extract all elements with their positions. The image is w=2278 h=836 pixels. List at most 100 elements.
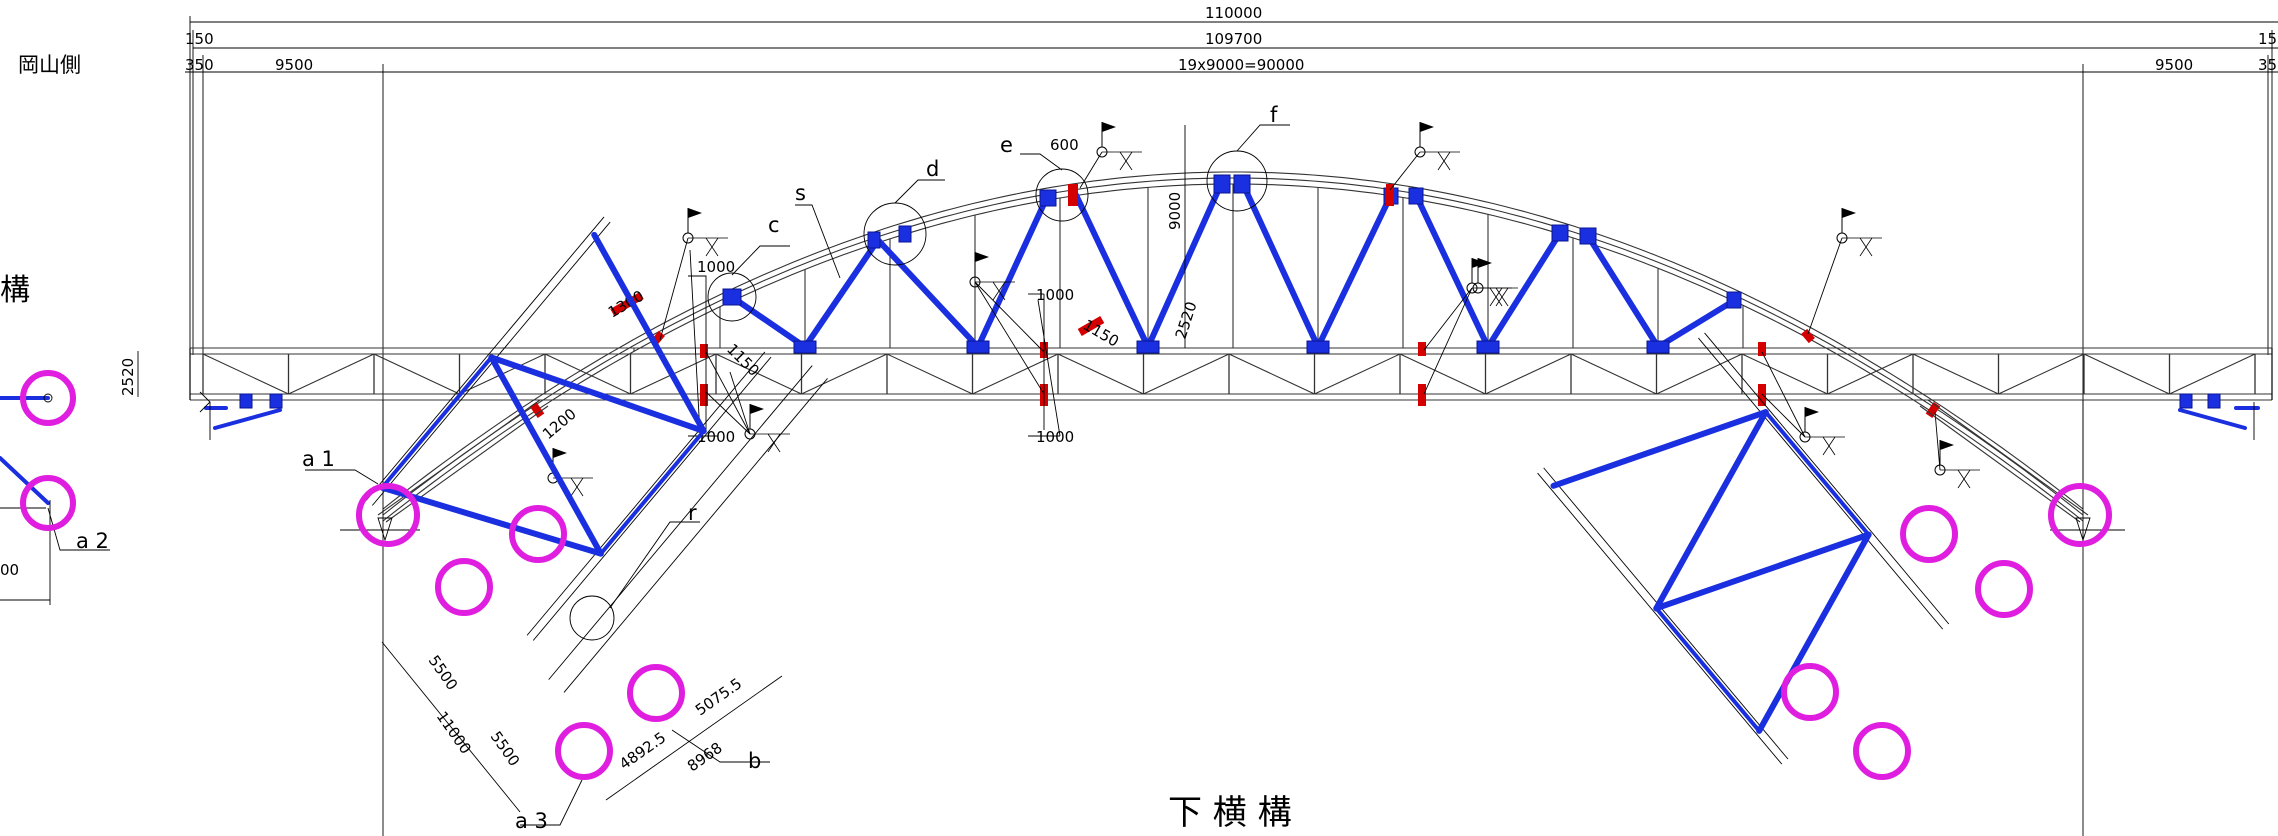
side-label: 岡山側	[18, 53, 81, 77]
dim-1200: 1200	[539, 405, 580, 443]
lower-bracing-right	[1537, 332, 1950, 765]
callout-f: f	[1270, 103, 1278, 127]
survey-markers	[547, 122, 1980, 497]
callout-a1: a 1	[302, 447, 335, 471]
truss-diagonal	[1741, 353, 1828, 395]
highlight-circle	[555, 722, 613, 780]
bracing-node	[1233, 174, 1251, 194]
survey-flag-icon	[1799, 407, 1845, 456]
bracing-node	[898, 225, 912, 243]
truss-diagonal	[373, 353, 460, 395]
callout-a3: a 3	[515, 809, 548, 833]
bracing-node	[1551, 224, 1569, 242]
highlight-circle	[20, 370, 76, 426]
bracing-node	[1646, 340, 1670, 354]
center-panels-dimension: 19x9000=90000	[1178, 56, 1304, 74]
bracing-node	[1408, 187, 1424, 205]
callout-r: r	[688, 501, 697, 525]
highlight-circle	[627, 664, 685, 722]
dim-1000-mid: 1000	[1036, 286, 1074, 304]
bracing-node	[1039, 189, 1057, 207]
right-bearing	[2178, 393, 2260, 440]
bracing-node	[1726, 291, 1742, 309]
splice-mark	[1418, 342, 1426, 356]
overall-dimension: 110000	[1205, 4, 1262, 22]
end-offset-right: 15	[2258, 30, 2277, 48]
bracing-node	[793, 340, 817, 354]
survey-flag-icon	[1472, 258, 1518, 307]
partial-title: 構	[0, 273, 30, 308]
top-dimension-lines	[185, 16, 2278, 480]
truss-diagonal	[2083, 353, 2170, 395]
survey-flag-icon	[682, 208, 728, 257]
span-dimension: 109700	[1205, 30, 1262, 48]
dim-2520-mid: 2520	[1172, 299, 1201, 341]
arch-bracing	[722, 174, 1742, 354]
splice-mark	[1758, 384, 1766, 406]
splice-mark	[1801, 328, 1815, 344]
arch-rib	[382, 171, 2084, 522]
splice-mark	[700, 344, 708, 358]
survey-flag-icon	[744, 404, 790, 453]
highlight-circle	[1853, 722, 1911, 780]
bracing-node	[1306, 340, 1330, 354]
callout-s: s	[795, 181, 806, 205]
callout-d: d	[926, 157, 939, 181]
splice-mark	[1758, 342, 1766, 356]
truss-diagonal	[1057, 353, 1144, 395]
survey-flag-icon	[1096, 122, 1142, 171]
detail-callouts	[47, 124, 1290, 826]
dim-5500-b: 5500	[487, 728, 524, 770]
end-panel-left: 9500	[275, 56, 313, 74]
end-panel-right: 9500	[2155, 56, 2193, 74]
stiffening-truss	[189, 347, 2273, 401]
splice-mark	[1386, 184, 1394, 206]
highlight-circle	[509, 505, 567, 563]
survey-flag-icon	[1836, 208, 1882, 257]
survey-flag-icon	[1466, 258, 1512, 307]
bearing-offset-right: 35	[2258, 56, 2277, 74]
left-partial-dim: 00	[0, 561, 19, 579]
truss-diagonal	[1998, 353, 2085, 395]
truss-diagonal	[1399, 353, 1486, 395]
left-bearing	[199, 391, 283, 440]
arch-abutments	[340, 399, 2125, 836]
highlight-circle	[435, 558, 493, 616]
dim-1000-top: 1000	[697, 258, 735, 276]
highlight-circle	[1781, 663, 1839, 721]
bracing-node	[722, 288, 742, 306]
leader-lines	[659, 151, 1941, 471]
bracing-node	[966, 340, 990, 354]
highlight-circle	[2048, 483, 2112, 547]
truss-diagonal	[288, 353, 375, 395]
dim-4892: 4892.5	[616, 728, 669, 773]
truss-diagonal	[1570, 353, 1657, 395]
splice-mark	[700, 384, 708, 406]
truss-diagonal	[886, 353, 973, 395]
plan-title: 下 横 構	[1168, 793, 1292, 833]
bracing-node	[867, 231, 881, 249]
dim-1000-bottom-mid: 1000	[1036, 428, 1074, 446]
highlight-circle	[356, 483, 420, 547]
dim-600: 600	[1050, 136, 1079, 154]
survey-flag-icon	[1934, 440, 1980, 489]
truss-diagonal	[2169, 353, 2256, 395]
survey-flag-icon	[969, 252, 1015, 301]
highlight-circle	[1900, 505, 1958, 563]
dim-5075: 5075.5	[692, 674, 745, 719]
dim-11000: 11000	[433, 708, 475, 757]
callout-e: e	[1000, 133, 1013, 157]
truss-diagonal	[1485, 353, 1572, 395]
truss-diagonal	[1143, 353, 1230, 395]
splice-mark	[1077, 316, 1105, 336]
truss-depth: 2520	[119, 358, 137, 396]
dim-1000-bottom-left: 1000	[697, 428, 735, 446]
truss-diagonal	[715, 353, 802, 395]
splice-mark	[1418, 384, 1426, 406]
callout-a2: a 2	[76, 529, 109, 553]
callout-c: c	[768, 213, 780, 237]
truss-diagonal	[1314, 353, 1401, 395]
splice-mark	[1068, 184, 1078, 206]
truss-diagonal	[1912, 353, 1999, 395]
